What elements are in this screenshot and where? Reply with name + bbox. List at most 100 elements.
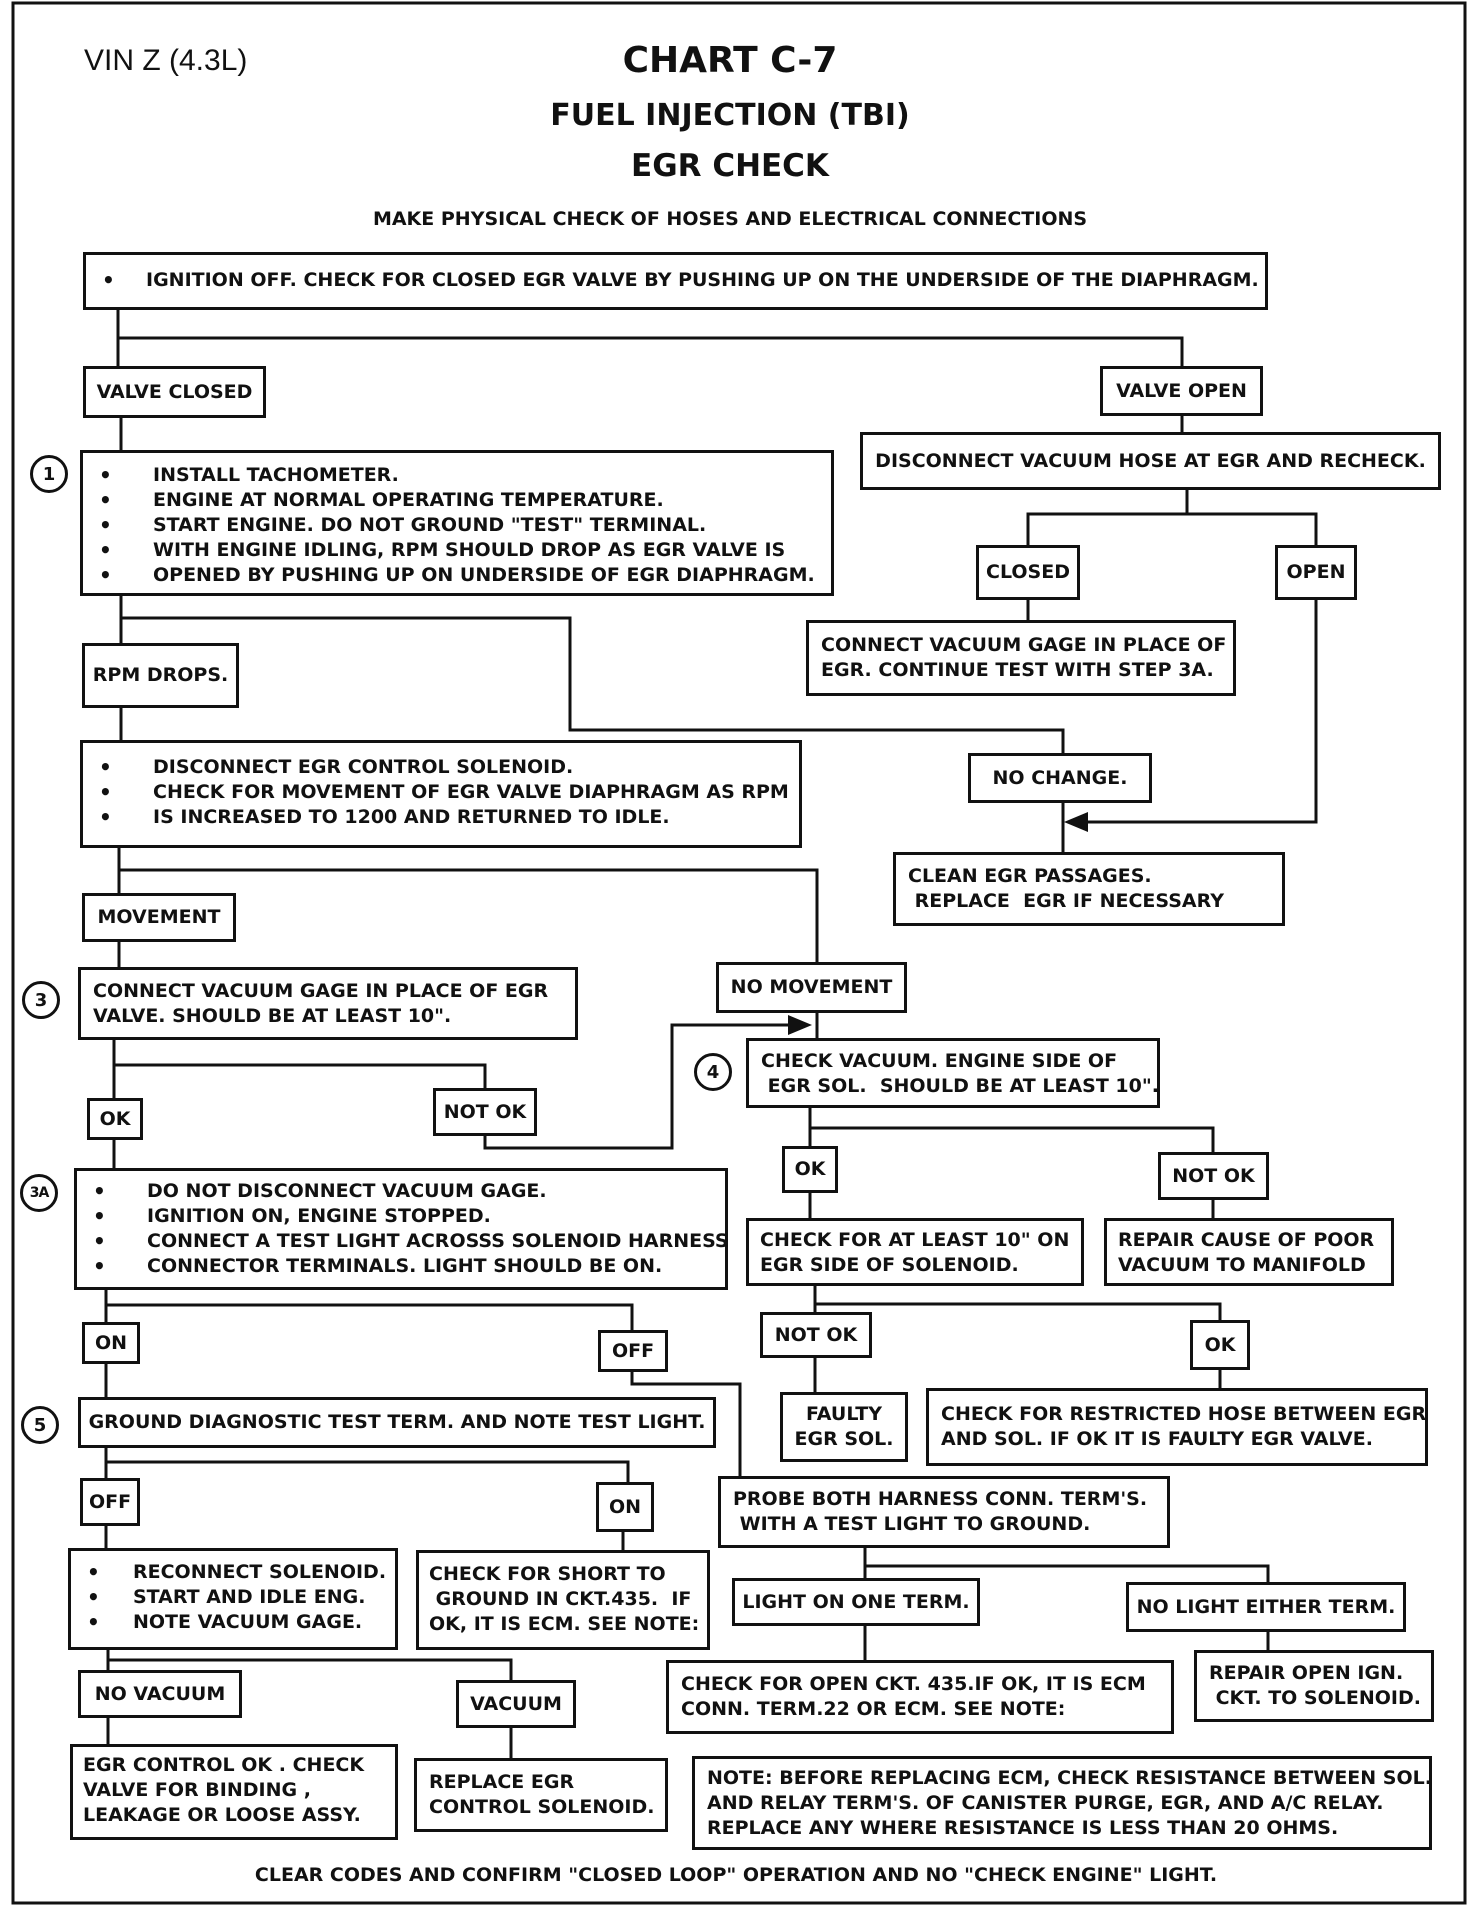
faulty-sol-line-1: FAULTY [805, 1403, 883, 1425]
disconnect-sol-line-3: IS INCREASED TO 1200 AND RETURNED TO IDL… [93, 805, 789, 830]
no-light-box: NO LIGHT EITHER TERM. [1126, 1582, 1406, 1632]
movement-box: MOVEMENT [82, 893, 236, 942]
clean-egr-line-2: REPLACE EGR IF NECESSARY [908, 890, 1224, 912]
egr-control-ok-line-3: LEAKAGE OR LOOSE ASSY. [83, 1804, 361, 1826]
step-3-marker: 3 [22, 981, 60, 1019]
footer-text: CLEAR CODES AND CONFIRM "CLOSED LOOP" OP… [254, 1864, 1218, 1886]
egr-control-ok-line-1: EGR CONTROL OK . CHECK [83, 1754, 365, 1776]
ignition-off-box: IGNITION OFF. CHECK FOR CLOSED EGR VALVE… [83, 252, 1268, 310]
tach-line-1: INSTALL TACHOMETER. [93, 463, 821, 488]
step-3a-marker: 3A [20, 1174, 58, 1212]
arrow-head-check-vacuum [788, 1015, 812, 1035]
ground-diagnostic-box: GROUND DIAGNOSTIC TEST TERM. AND NOTE TE… [78, 1397, 716, 1448]
disconnect-solenoid-box: DISCONNECT EGR CONTROL SOLENOID. CHECK F… [80, 740, 802, 848]
faulty-sol-box: FAULTY EGR SOL. [780, 1392, 908, 1462]
short-ground-box: CHECK FOR SHORT TO GROUND IN CKT.435. IF… [416, 1550, 710, 1650]
probe-line-1: PROBE BOTH HARNESS CONN. TERM'S. [733, 1488, 1148, 1510]
disconnect-sol-line-1: DISCONNECT EGR CONTROL SOLENOID. [93, 755, 789, 780]
tach-line-5: OPENED BY PUSHING UP ON UNDERSIDE OF EGR… [93, 563, 821, 588]
restricted-hose-box: CHECK FOR RESTRICTED HOSE BETWEEN EGR AN… [926, 1388, 1428, 1466]
check-title: EGR CHECK [631, 148, 829, 184]
check-egr-side-line-1: CHECK FOR AT LEAST 10" ON [760, 1229, 1070, 1251]
disconnect-sol-line-2: CHECK FOR MOVEMENT OF EGR VALVE DIAPHRAG… [93, 780, 789, 805]
open-ckt-box: CHECK FOR OPEN CKT. 435.IF OK, IT IS ECM… [666, 1660, 1174, 1734]
page-frame [11, 1, 1467, 1905]
no-change-box: NO CHANGE. [968, 753, 1152, 803]
short-ground-line-3: OK, IT IS ECM. SEE NOTE: [429, 1613, 700, 1635]
note-line-1: NOTE: BEFORE REPLACING ECM, CHECK RESIST… [707, 1767, 1432, 1789]
reconnect-line-3: NOTE VACUUM GAGE. [81, 1610, 385, 1635]
reconnect-line-1: RECONNECT SOLENOID. [81, 1560, 386, 1585]
check-vacuum-line-2: EGR SOL. SHOULD BE AT LEAST 10". [761, 1075, 1159, 1097]
step-1-marker: 1 [30, 455, 68, 493]
install-tach-box: INSTALL TACHOMETER. ENGINE AT NORMAL OPE… [80, 450, 834, 596]
not-ok-step3-box: NOT OK [433, 1088, 537, 1136]
replace-egr-sol-line-1: REPLACE EGR [429, 1771, 575, 1793]
tach-line-3: START ENGINE. DO NOT GROUND "TEST" TERMI… [93, 513, 821, 538]
repair-open-ign-line-2: CKT. TO SOLENOID. [1209, 1687, 1421, 1709]
ignition-off-text: IGNITION OFF. CHECK FOR CLOSED EGR VALVE… [96, 268, 1259, 293]
step3a-line-4: CONNECTOR TERMINALS. LIGHT SHOULD BE ON. [87, 1254, 715, 1279]
valve-open-box: VALVE OPEN [1100, 366, 1263, 416]
on-step3a-box: ON [82, 1322, 140, 1364]
egr-control-ok-line-2: VALVE FOR BINDING , [83, 1779, 311, 1801]
connect-gage-valve-line-2: VALVE. SHOULD BE AT LEAST 10". [93, 1005, 452, 1027]
open-ckt-line-2: CONN. TERM.22 OR ECM. SEE NOTE: [681, 1698, 1066, 1720]
disconnect-hose-box: DISCONNECT VACUUM HOSE AT EGR AND RECHEC… [860, 432, 1441, 490]
repair-poor-vacuum-line-2: VACUUM TO MANIFOLD [1118, 1254, 1366, 1276]
valve-closed-box: VALVE CLOSED [83, 366, 266, 418]
ok-step4-box: OK [782, 1146, 838, 1193]
repair-poor-vacuum-line-1: REPAIR CAUSE OF POOR [1118, 1229, 1375, 1251]
check-egr-side-box: CHECK FOR AT LEAST 10" ON EGR SIDE OF SO… [746, 1218, 1084, 1286]
instruction-text: MAKE PHYSICAL CHECK OF HOSES AND ELECTRI… [372, 208, 1088, 230]
restricted-hose-line-2: AND SOL. IF OK IT IS FAULTY EGR VALVE. [941, 1428, 1373, 1450]
connect-gage-valve-box: CONNECT VACUUM GAGE IN PLACE OF EGR VALV… [78, 967, 578, 1040]
replace-egr-sol-box: REPLACE EGR CONTROL SOLENOID. [414, 1758, 668, 1832]
vacuum-box: VACUUM [456, 1680, 576, 1728]
light-one-term-box: LIGHT ON ONE TERM. [732, 1578, 980, 1626]
check-egr-side-line-2: EGR SIDE OF SOLENOID. [760, 1254, 1019, 1276]
system-title: FUEL INJECTION (TBI) [550, 98, 910, 133]
connect-gage-egr-line-1: CONNECT VACUUM GAGE IN PLACE OF [821, 634, 1227, 656]
open-box: OPEN [1275, 545, 1357, 600]
repair-open-ign-line-1: REPAIR OPEN IGN. [1209, 1662, 1404, 1684]
step3a-line-1: DO NOT DISCONNECT VACUUM GAGE. [87, 1179, 715, 1204]
arrow-head-no-change [1064, 812, 1088, 832]
off-step5-box: OFF [80, 1478, 140, 1526]
note-line-3: REPLACE ANY WHERE RESISTANCE IS LESS THA… [707, 1817, 1339, 1839]
reconnect-box: RECONNECT SOLENOID. START AND IDLE ENG. … [68, 1548, 398, 1650]
tach-line-4: WITH ENGINE IDLING, RPM SHOULD DROP AS E… [93, 538, 821, 563]
clean-egr-box: CLEAN EGR PASSAGES. REPLACE EGR IF NECES… [893, 852, 1285, 926]
open-ckt-line-1: CHECK FOR OPEN CKT. 435.IF OK, IT IS ECM [681, 1673, 1146, 1695]
no-movement-box: NO MOVEMENT [716, 962, 907, 1013]
connect-gage-egr-box: CONNECT VACUUM GAGE IN PLACE OF EGR. CON… [806, 620, 1236, 696]
no-vacuum-box: NO VACUUM [78, 1670, 242, 1718]
ok-egr-side-box: OK [1190, 1320, 1250, 1370]
short-ground-line-1: CHECK FOR SHORT TO [429, 1563, 666, 1585]
connect-gage-valve-line-1: CONNECT VACUUM GAGE IN PLACE OF EGR [93, 980, 549, 1002]
replace-egr-sol-line-2: CONTROL SOLENOID. [429, 1796, 655, 1818]
not-ok-egr-side-box: NOT OK [760, 1312, 872, 1358]
step-4-marker: 4 [694, 1053, 732, 1091]
connect-gage-egr-line-2: EGR. CONTINUE TEST WITH STEP 3A. [821, 659, 1214, 681]
clean-egr-line-1: CLEAN EGR PASSAGES. [908, 865, 1152, 887]
short-ground-line-2: GROUND IN CKT.435. IF [429, 1588, 692, 1610]
egr-control-ok-box: EGR CONTROL OK . CHECK VALVE FOR BINDING… [70, 1744, 398, 1840]
repair-poor-vacuum-box: REPAIR CAUSE OF POOR VACUUM TO MANIFOLD [1104, 1218, 1394, 1286]
check-vacuum-line-1: CHECK VACUUM. ENGINE SIDE OF [761, 1050, 1118, 1072]
restricted-hose-line-1: CHECK FOR RESTRICTED HOSE BETWEEN EGR [941, 1403, 1427, 1425]
ok-step3-box: OK [87, 1098, 143, 1140]
reconnect-line-2: START AND IDLE ENG. [81, 1585, 385, 1610]
note-line-2: AND RELAY TERM'S. OF CANISTER PURGE, EGR… [707, 1792, 1384, 1814]
faulty-sol-line-2: EGR SOL. [794, 1428, 894, 1450]
step3a-line-2: IGNITION ON, ENGINE STOPPED. [87, 1204, 715, 1229]
step-5-marker: 5 [21, 1406, 59, 1444]
rpm-drops-box: RPM DROPS. [82, 643, 239, 708]
do-not-disconnect-box: DO NOT DISCONNECT VACUUM GAGE. IGNITION … [74, 1168, 728, 1290]
vin-label: VIN Z (4.3L) [84, 44, 248, 77]
not-ok-step4-box: NOT OK [1158, 1152, 1269, 1200]
probe-box: PROBE BOTH HARNESS CONN. TERM'S. WITH A … [718, 1476, 1170, 1548]
check-vacuum-box: CHECK VACUUM. ENGINE SIDE OF EGR SOL. SH… [746, 1038, 1160, 1108]
